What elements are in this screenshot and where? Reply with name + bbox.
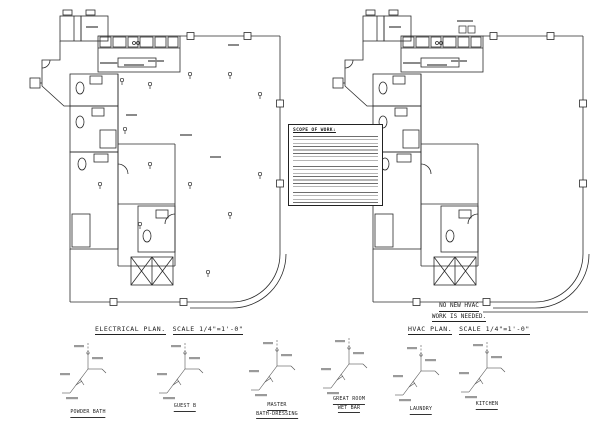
electrical-plan-scale-text: SCALE 1/4"=1'-0" bbox=[172, 325, 244, 335]
hvac-registers bbox=[457, 20, 588, 313]
riser-diagram-guest-b bbox=[156, 342, 204, 400]
hvac-plan-title: HVAC PLAN. SCALE 1/4"=1'-0" bbox=[408, 325, 537, 335]
riser-diagram-laundry bbox=[392, 344, 440, 402]
hvac-plan-title-text: HVAC PLAN. bbox=[408, 325, 453, 335]
electrical-symbols bbox=[97, 44, 263, 277]
scope-of-work-paragraph-placeholder bbox=[293, 192, 378, 204]
electrical-floor-plan bbox=[29, 9, 287, 309]
riser-diagram-great-room-bar bbox=[320, 337, 368, 395]
no-new-hvac-note: NO NEW HVAC WORK IS NEEDED. bbox=[424, 301, 494, 322]
electrical-plan-title-text: ELECTRICAL PLAN. bbox=[95, 325, 166, 335]
scope-of-work-paragraph-placeholder bbox=[293, 136, 378, 162]
riser-label-powder-bath: POWDER BATH bbox=[70, 409, 106, 418]
no-new-hvac-note-line2: WORK IS NEEDED. bbox=[431, 312, 487, 322]
riser-label-laundry: LAUNDRY bbox=[409, 406, 433, 415]
scope-of-work-heading: SCOPE OF WORK: bbox=[293, 128, 336, 133]
riser-label-great-room-wet-bar: GREAT ROOM WET BAR bbox=[332, 396, 366, 413]
riser-label-master-bath-dressing: MASTER BATH-DRESSING bbox=[256, 402, 298, 419]
riser-diagram-master-bath bbox=[248, 339, 296, 397]
riser-diagram-powder-bath bbox=[59, 342, 107, 400]
electrical-note-placeholders bbox=[126, 44, 239, 158]
riser-label-kitchen: KITCHEN bbox=[475, 401, 499, 410]
riser-diagrams bbox=[59, 337, 506, 402]
riser-label-guest-b: GUEST B bbox=[173, 403, 197, 412]
hvac-plan-scale-text: SCALE 1/4"=1'-0" bbox=[459, 325, 530, 335]
scope-of-work-note: SCOPE OF WORK: bbox=[288, 124, 383, 206]
electrical-plan-title: ELECTRICAL PLAN. SCALE 1/4"=1'-0" bbox=[95, 325, 250, 335]
riser-diagram-kitchen bbox=[458, 341, 506, 399]
scope-of-work-paragraph-placeholder bbox=[293, 166, 378, 188]
no-new-hvac-note-line1: NO NEW HVAC bbox=[439, 301, 479, 312]
hvac-floor-plan bbox=[332, 9, 590, 313]
